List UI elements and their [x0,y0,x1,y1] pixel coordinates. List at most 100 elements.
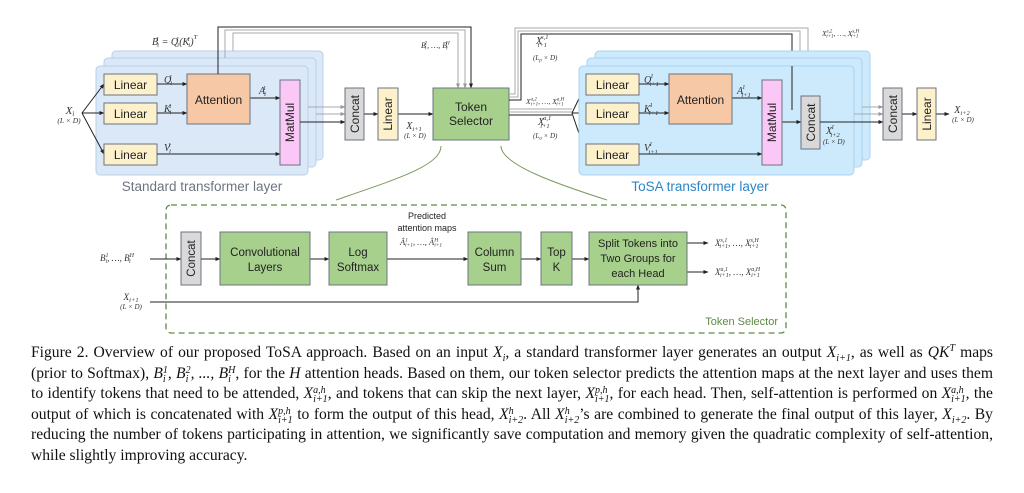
svg-text:(La × D): (La × D) [533,132,558,142]
tosa-linear-v-box: Linear [585,143,640,166]
svg-text:Softmax: Softmax [337,262,379,274]
svg-text:Â1i+1, …, ÂHi+1: Â1i+1, …, ÂHi+1 [399,237,442,249]
a-label: Ai1 [258,85,266,98]
q-label: Qi1 [164,74,172,87]
tosa-layer-title: ToSA transformer layer [631,179,769,194]
svg-text:Sum: Sum [483,262,507,274]
ts-conv-box: Convolutional Layers [219,231,311,286]
ts-colsum-box: Column Sum [467,231,522,286]
ts-arrows [150,241,709,303]
svg-text:Selector: Selector [449,114,493,128]
svg-text:Linear: Linear [596,107,629,121]
svg-text:Xi: Xi [65,105,75,118]
tosa-qkv-arrows [639,82,802,156]
svg-text:Token: Token [455,100,487,114]
linear-q-box: Linear [103,73,158,96]
token-selector-box: Token Selector [432,87,510,141]
tosa-heads-to-concat-arrows [820,105,950,124]
heads-to-concat-arrows [300,105,434,124]
x-i-plus-1-label: Xi+1 (L × D) [404,121,426,140]
svg-text:Concat: Concat [804,103,818,142]
svg-text:Attention: Attention [195,93,242,107]
svg-text:Linear: Linear [114,148,147,162]
token-selector-title: Token Selector [705,316,778,328]
svg-text:each Head: each Head [611,268,664,280]
svg-text:Convolutional: Convolutional [230,247,300,259]
ts-topk-box: Top K [540,231,573,286]
ts-concat-box: Concat [180,231,202,286]
v-label: Vi1 [164,142,172,155]
svg-text:Top: Top [547,247,566,259]
input-fanout-arrows [81,83,105,155]
svg-text:Predicted: Predicted [408,211,446,221]
svg-text:Xs,1i+1: Xs,1i+1 [535,34,549,49]
svg-text:Linear: Linear [596,148,629,162]
svg-text:MatMul: MatMul [283,103,297,142]
concat-box-1: Concat [344,87,365,141]
input-xi-label: Xi (L × D) [57,105,81,125]
svg-text:attention maps: attention maps [397,223,457,233]
output-x-i-plus-2-label: Xi+2 (L × D) [952,105,974,124]
svg-text:Layers: Layers [248,262,283,274]
tosa-concat-box: Concat [800,95,821,150]
tosa-linear-k-box: Linear [585,102,640,125]
matmul-box: MatMul [279,79,301,166]
tosa-matmul-box: MatMul [761,79,783,166]
final-concat-box: Concat [882,87,903,141]
svg-text:Attention: Attention [677,93,724,107]
svg-text:(L × D): (L × D) [120,303,142,311]
svg-text:(L × D): (L × D) [823,138,845,146]
svg-text:Concat: Concat [886,94,900,133]
svg-text:Linear: Linear [114,78,147,92]
b-routing-lines [217,26,473,89]
ts-input-x-label: Xi+1 (L × D) [120,293,142,311]
k-label: Ki1 [163,103,172,116]
svg-text:Linear: Linear [381,97,395,130]
svg-text:(Lp × D): (Lp × D) [533,54,558,64]
svg-text:X1i+2: X1i+2 [825,124,841,139]
svg-text:Linear: Linear [920,97,934,130]
svg-text:Xa,1i+1: Xa,1i+1 [537,115,551,130]
figure-caption: Figure 2. Overview of our proposed ToSA … [31,342,993,464]
svg-text:Column: Column [475,247,515,259]
svg-text:(L × D): (L × D) [952,116,974,124]
b-equation-label: Bi1 = Qi1(Ki1)T [152,34,198,49]
final-linear-box: Linear [916,87,937,141]
svg-text:Xi+2: Xi+2 [953,105,970,117]
svg-text:Split Tokens into: Split Tokens into [598,238,678,250]
svg-text:MatMul: MatMul [765,103,779,142]
svg-text:Two Groups for: Two Groups for [600,253,676,265]
ts-split-box: Split Tokens into Two Groups for each He… [588,231,688,286]
svg-text:(L × D): (L × D) [57,116,81,125]
svg-text:Log: Log [348,247,367,259]
svg-text:Xi+1: Xi+1 [122,293,138,304]
b-rest-label: Bi2, …, BiH [421,41,451,52]
svg-text:Linear: Linear [596,78,629,92]
tosa-architecture-diagram: Standard transformer layer Xi (L × D) Li… [57,26,975,334]
ts-logsoftmax-box: Log Softmax [328,231,388,286]
standard-layer-title: Standard transformer layer [122,179,283,194]
svg-text:(L × D): (L × D) [404,132,426,140]
qkv-arrows [157,82,281,156]
tosa-attention-box: Attention [668,73,733,125]
linear-box-1: Linear [377,87,399,141]
svg-text:K: K [553,262,561,274]
linear-v-box: Linear [103,143,158,166]
svg-text:Concat: Concat [348,94,362,133]
svg-text:Xi+1: Xi+1 [405,121,422,133]
zoom-connector-lines [335,145,608,201]
linear-k-box: Linear [103,102,158,125]
